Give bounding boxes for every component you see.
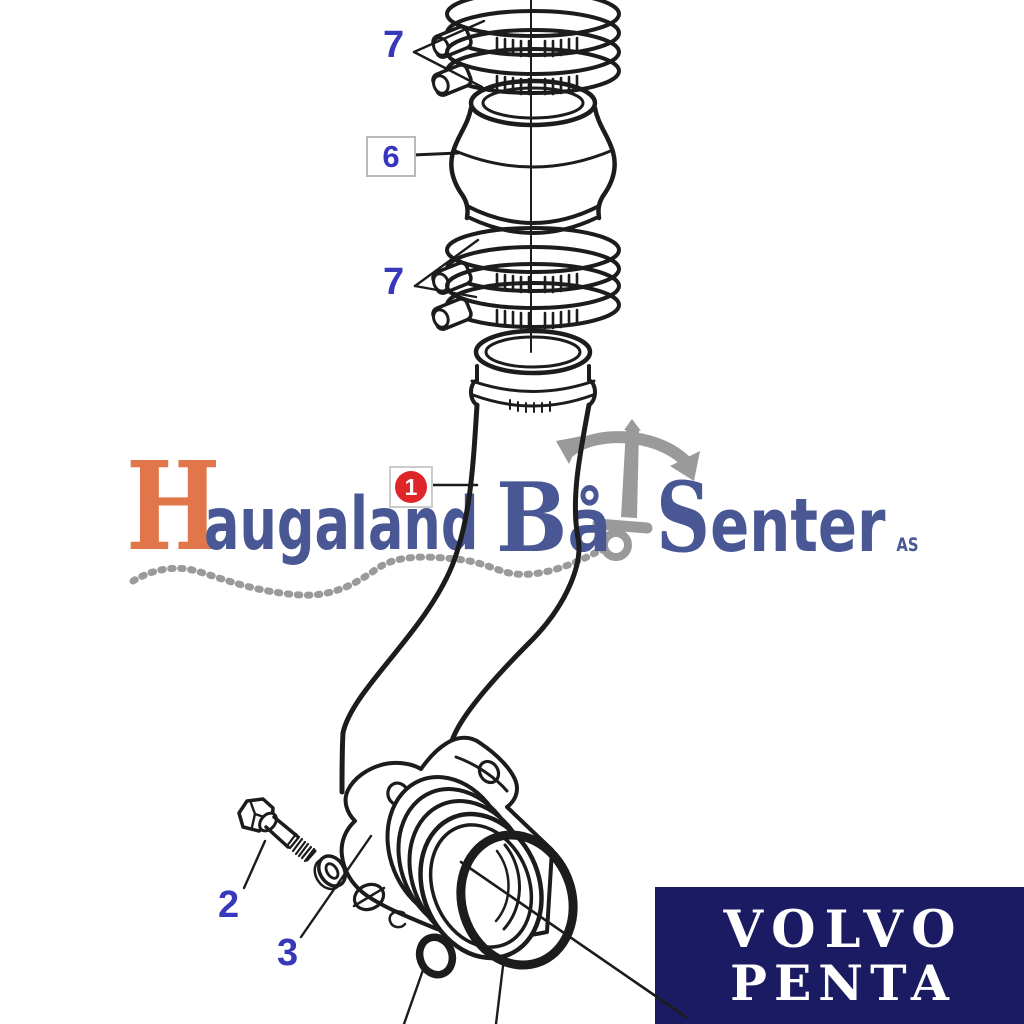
watermark-s-initial: S (656, 462, 710, 575)
brand-line-volvo: VOLVO (723, 900, 965, 960)
hose-clamp-upper-1 (431, 0, 621, 59)
watermark-as-suffix: AS (896, 534, 918, 556)
o-ring-small (415, 933, 457, 979)
callout-3-washer: 3 (277, 932, 299, 974)
watermark-b-initial: B (496, 462, 567, 575)
watermark-baat: Bå (496, 462, 611, 575)
rubber-sleeve (449, 78, 617, 235)
leader-lines (242, 19, 688, 1024)
mounting-bolt (237, 797, 317, 863)
watermark-enter: enter (710, 482, 886, 569)
callout-6-label: 6 (382, 139, 400, 174)
hose-clamp-lower-2 (431, 262, 621, 331)
callout-7-upper-clamps: 7 (383, 24, 405, 66)
watermark-haugaland-initial: H (126, 435, 221, 578)
callout-7-lower-clamps: 7 (383, 261, 405, 303)
chain-icon (129, 545, 611, 599)
exhaust-pipe (339, 328, 597, 795)
o-ring-large (456, 830, 578, 970)
callout-1-pipe: 1 (389, 466, 433, 508)
callout-1-red-badge: 1 (395, 471, 427, 503)
hose-clamp-lower-1 (431, 226, 621, 295)
watermark-haugaland-rest: augaland (204, 481, 478, 566)
hose-clamp-upper-2 (431, 28, 621, 97)
volvo-penta-logo: VOLVO PENTA (655, 887, 1024, 1024)
callout-6-sleeve: 6 (366, 136, 416, 177)
callout-2-bolt: 2 (218, 884, 240, 926)
brand-line-penta: PENTA (730, 954, 956, 1012)
line-art (237, 0, 688, 1024)
washer (313, 854, 347, 891)
callout-1-label: 1 (404, 473, 418, 500)
